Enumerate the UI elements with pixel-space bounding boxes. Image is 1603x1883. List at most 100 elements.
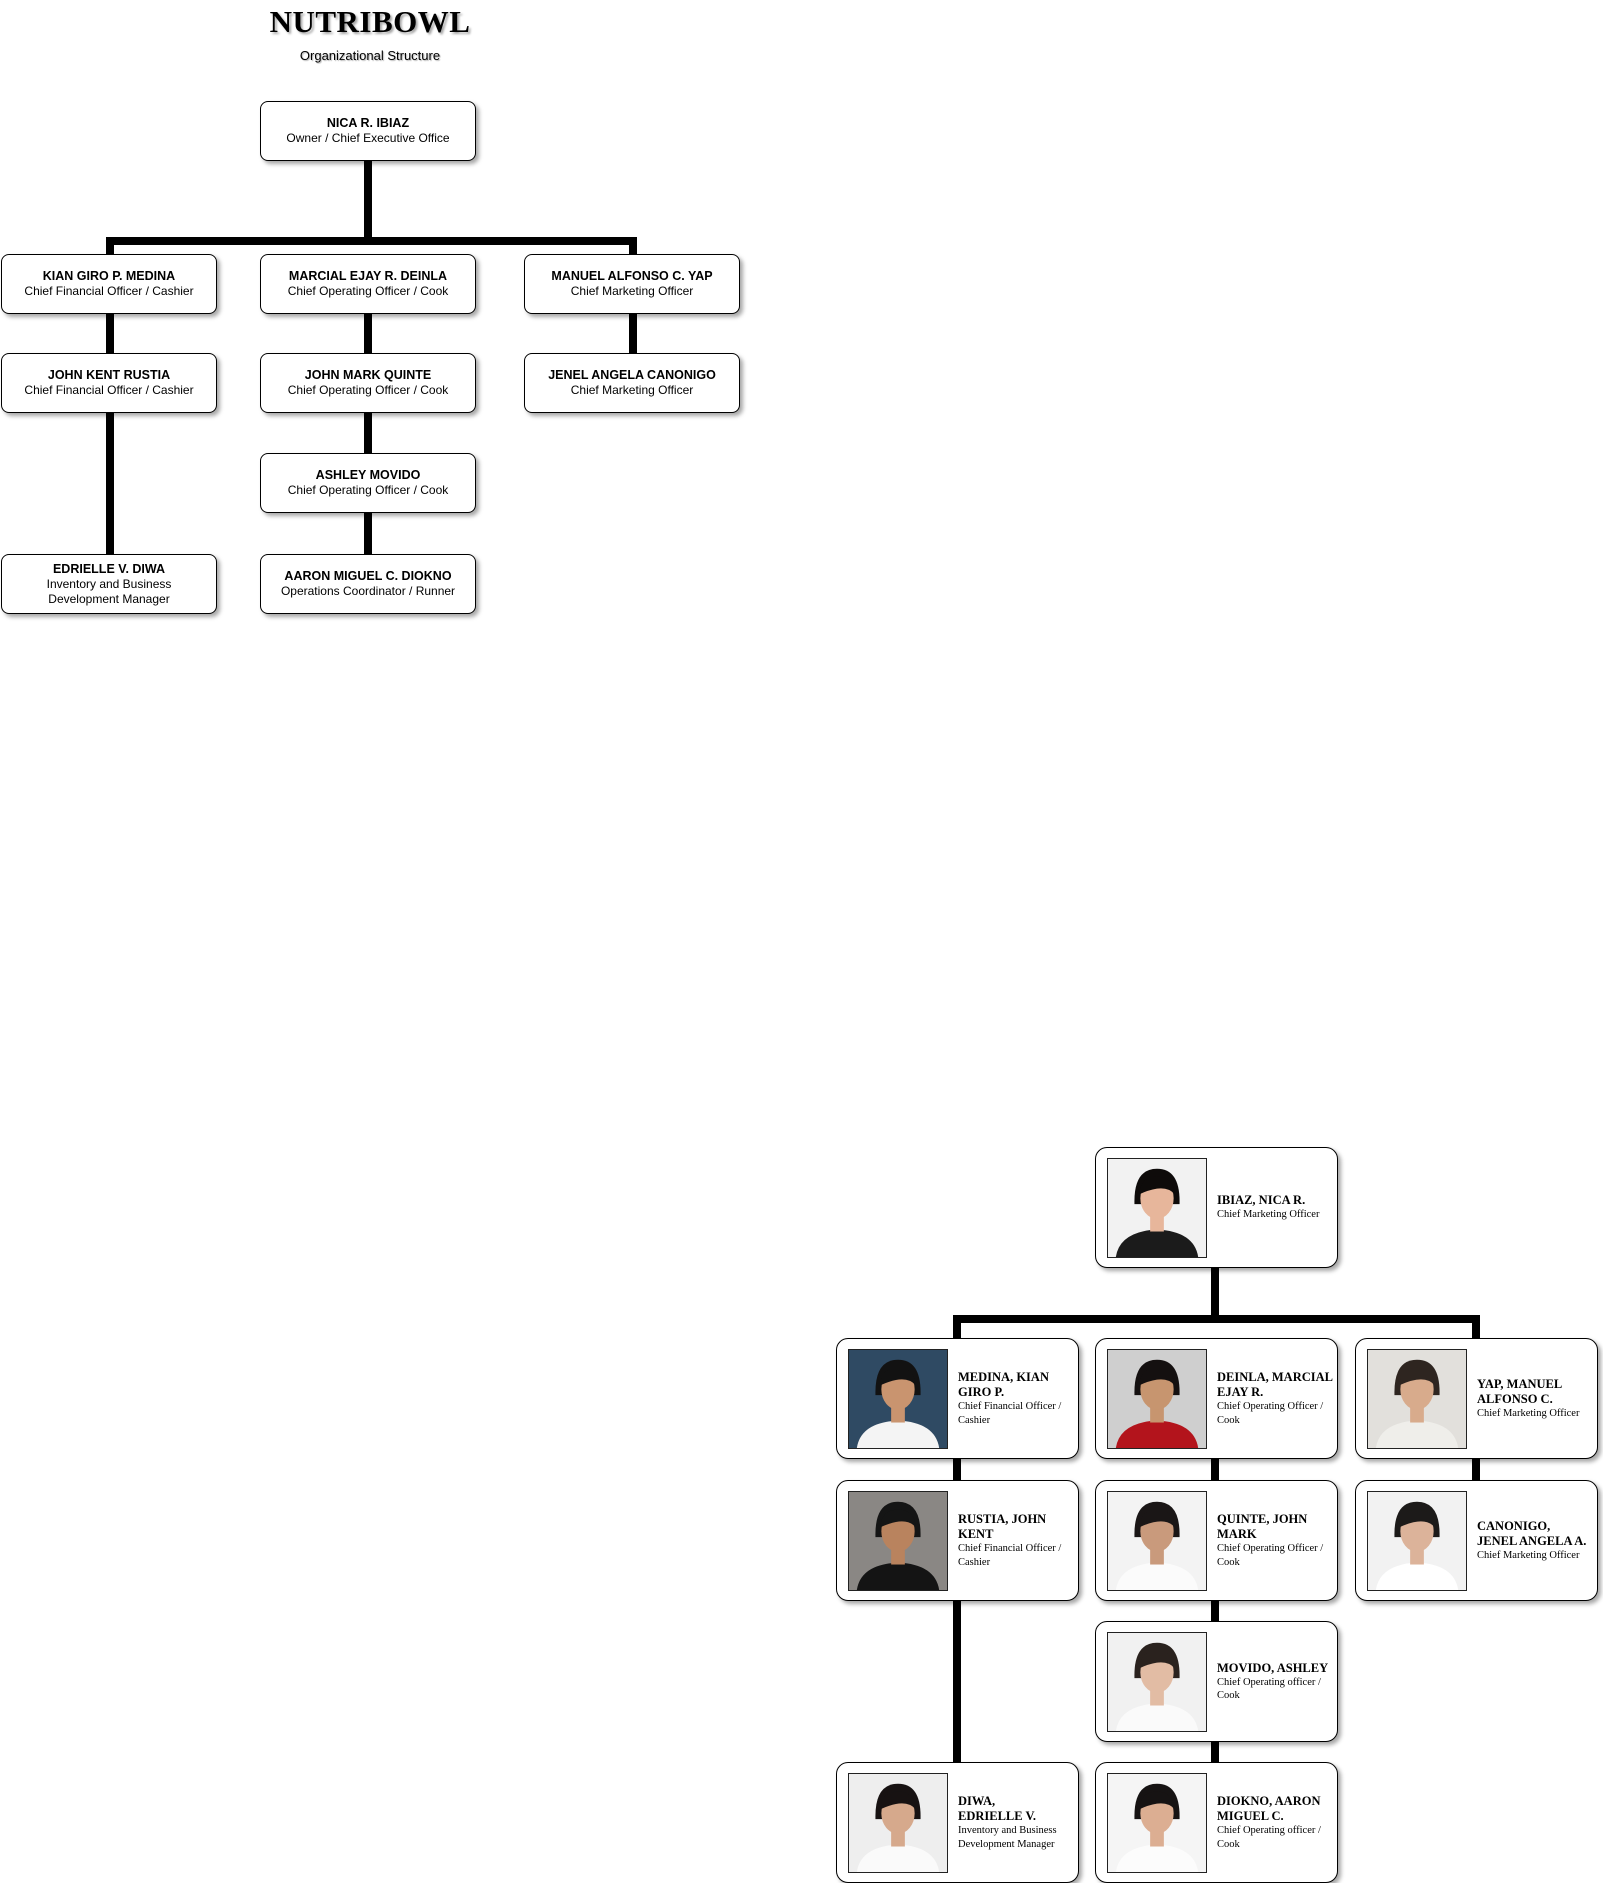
- photo-shoulders: [1115, 1844, 1199, 1872]
- org-node-cmo-canonigo: JENEL ANGELA CANONIGO Chief Marketing Of…: [524, 353, 740, 413]
- photo-fringe: [880, 1367, 916, 1386]
- node-name: JOHN KENT RUSTIA: [47, 368, 171, 382]
- photo-node-diokno: DIOKNO, AARON MIGUEL C. Chief Operating …: [1095, 1762, 1338, 1883]
- photo-node-yap: YAP, MANUEL ALFONSO C. Chief Marketing O…: [1355, 1338, 1598, 1459]
- node-role: Owner / Chief Executive Office: [286, 131, 450, 145]
- person-name-line2: GIRO P.: [958, 1385, 1005, 1399]
- profile-photo: [1367, 1491, 1467, 1591]
- person-role-line2: Cook: [1217, 1414, 1240, 1426]
- connector-line: [953, 1315, 1480, 1323]
- person-role-line2: Cook: [1217, 1838, 1240, 1850]
- person-name-line1: MOVIDO, ASHLEY: [1217, 1660, 1329, 1675]
- org-node-inventory-diwa: EDRIELLE V. DIWA Inventory and Business …: [1, 554, 217, 614]
- node-role: Chief Marketing Officer: [570, 284, 694, 298]
- photo-node-deinla: DEINLA, MARCIAL EJAY R. Chief Operating …: [1095, 1338, 1338, 1459]
- person-role-line2: Cashier: [958, 1414, 991, 1426]
- connector-line: [1472, 1459, 1480, 1480]
- node-role-line2: Development Manager: [48, 591, 170, 606]
- node-role: Chief Financial Officer / Cashier: [24, 383, 194, 397]
- node-name: MANUEL ALFONSO C. YAP: [551, 269, 713, 283]
- profile-photo: [848, 1773, 948, 1873]
- org-node-ops-diokno: AARON MIGUEL C. DIOKNO Operations Coordi…: [260, 554, 476, 614]
- person-role-line1: Chief Financial Officer /: [958, 1401, 1062, 1412]
- connector-line: [364, 160, 372, 241]
- photo-shoulders: [1115, 1562, 1199, 1590]
- profile-photo: [848, 1491, 948, 1591]
- node-name: KIAN GIRO P. MEDINA: [42, 269, 176, 283]
- photo-shoulders: [856, 1562, 940, 1590]
- connector-line: [953, 1600, 961, 1762]
- org-node-cfo-rustia: JOHN KENT RUSTIA Chief Financial Officer…: [1, 353, 217, 413]
- photo-fringe: [1399, 1367, 1435, 1386]
- connector-line: [106, 237, 114, 257]
- photo-fringe: [880, 1791, 916, 1810]
- person-name-line2: ALFONSO C.: [1477, 1391, 1553, 1406]
- connector-line: [1211, 1267, 1219, 1319]
- person-role-line1: Chief Marketing Officer: [1477, 1549, 1580, 1561]
- org-node-ceo: NICA R. IBIAZ Owner / Chief Executive Of…: [260, 101, 476, 161]
- person-role-line1: Chief Operating officer /: [1217, 1676, 1321, 1688]
- person-role-line2: Cook: [1217, 1690, 1240, 1701]
- photo-shoulders: [1375, 1562, 1459, 1590]
- person-name-line2: EDRIELLE V.: [958, 1809, 1037, 1823]
- connector-line: [106, 237, 637, 245]
- person-name-line1: DIOKNO, AARON: [1217, 1794, 1321, 1808]
- profile-photo: [1107, 1349, 1207, 1449]
- node-role: Operations Coordinator / Runner: [280, 584, 456, 598]
- person-name-line1: DIWA,: [958, 1794, 996, 1808]
- node-name: AARON MIGUEL C. DIOKNO: [284, 569, 452, 583]
- person-name-line1: MEDINA, KIAN: [958, 1370, 1049, 1384]
- person-role-line1: Inventory and Business: [958, 1825, 1057, 1836]
- connector-line: [364, 314, 372, 354]
- photo-fringe: [1139, 1509, 1175, 1528]
- org-node-coo-deinla: MARCIAL EJAY R. DEINLA Chief Operating O…: [260, 254, 476, 314]
- photo-shoulders: [1115, 1229, 1199, 1257]
- person-name-line1: CANONIGO,: [1477, 1518, 1551, 1533]
- node-role: Chief Operating Officer / Cook: [287, 483, 449, 497]
- photo-node-ibiaz: IBIAZ, NICA R. Chief Marketing Officer: [1095, 1147, 1338, 1268]
- node-name: EDRIELLE V. DIWA: [52, 561, 166, 576]
- node-name: JENEL ANGELA CANONIGO: [548, 368, 716, 382]
- photo-node-movido: MOVIDO, ASHLEY Chief Operating officer /…: [1095, 1621, 1338, 1742]
- org-node-cfo-medina: KIAN GIRO P. MEDINA Chief Financial Offi…: [1, 254, 217, 314]
- connector-line: [106, 413, 114, 554]
- connector-line: [1211, 1741, 1219, 1762]
- connector-line: [106, 314, 114, 354]
- person-role-line1: Chief Operating officer /: [1217, 1825, 1321, 1836]
- photo-shoulders: [1115, 1420, 1199, 1448]
- photo-shoulders: [856, 1844, 940, 1872]
- photo-shoulders: [856, 1420, 940, 1448]
- photo-node-rustia: RUSTIA, JOHN KENT Chief Financial Office…: [836, 1480, 1079, 1601]
- photo-fringe: [880, 1509, 916, 1528]
- connector-line: [1472, 1315, 1480, 1338]
- person-name-line2: MARK: [1217, 1527, 1257, 1541]
- person-role-line1: Chief Financial Officer /: [958, 1543, 1062, 1554]
- connector-line: [953, 1459, 961, 1480]
- photo-node-diwa: DIWA, EDRIELLE V. Inventory and Business…: [836, 1762, 1079, 1883]
- person-role-line1: Chief Operating Officer /: [1217, 1401, 1324, 1412]
- person-name: IBIAZ, NICA R.: [1217, 1193, 1306, 1208]
- person-role-line1: Chief Operating Officer /: [1217, 1543, 1324, 1554]
- person-role-line2: Cook: [1217, 1556, 1240, 1568]
- person-role-line2: Development Manager: [958, 1838, 1055, 1850]
- profile-photo: [1107, 1491, 1207, 1591]
- node-role: Chief Financial Officer / Cashier: [24, 284, 194, 298]
- person-name-line1: RUSTIA, JOHN: [958, 1512, 1047, 1526]
- org-node-cmo-yap: MANUEL ALFONSO C. YAP Chief Marketing Of…: [524, 254, 740, 314]
- profile-photo: [848, 1349, 948, 1449]
- node-role: Chief Marketing Officer: [570, 383, 694, 397]
- node-name: ASHLEY MOVIDO: [315, 468, 421, 482]
- photo-shoulders: [1375, 1420, 1459, 1448]
- person-name-line1: DEINLA, MARCIAL: [1217, 1370, 1333, 1384]
- photo-node-medina: MEDINA, KIAN GIRO P. Chief Financial Off…: [836, 1338, 1079, 1459]
- person-role-line1: Chief Marketing Officer: [1477, 1407, 1580, 1419]
- node-role-line1: Inventory and Business: [46, 576, 172, 591]
- connector-line: [1211, 1459, 1219, 1480]
- connector-line: [629, 237, 637, 257]
- photo-fringe: [1139, 1367, 1175, 1386]
- photo-fringe: [1139, 1176, 1175, 1195]
- photo-node-quinte: QUINTE, JOHN MARK Chief Operating Office…: [1095, 1480, 1338, 1601]
- photo-fringe: [1139, 1650, 1175, 1669]
- profile-photo: [1107, 1158, 1207, 1258]
- chart-title: NUTRIBOWL: [269, 4, 471, 39]
